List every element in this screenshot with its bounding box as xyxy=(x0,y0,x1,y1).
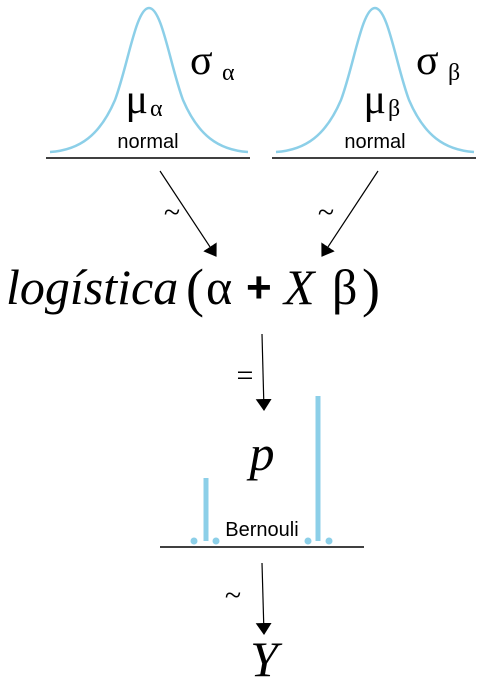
tilde-y: ~ xyxy=(225,579,241,612)
close-paren: ) xyxy=(362,258,380,318)
arrow-bernoulli-to-y xyxy=(255,562,272,635)
bernoulli-label: Bernouli xyxy=(225,519,298,541)
mu-beta-subscript: β xyxy=(388,96,400,122)
sigma-alpha-symbol: σ xyxy=(190,38,213,84)
prior-beta: μ β σ β normal xyxy=(272,6,476,159)
prior-alpha: μ α σ α normal xyxy=(46,6,250,159)
sigma-alpha-subscript: α xyxy=(222,60,235,86)
tilde-beta: ~ xyxy=(318,196,334,229)
x-symbol: X xyxy=(282,259,317,315)
function-name: logística xyxy=(6,259,178,315)
bernoulli-dot xyxy=(325,537,333,545)
bernoulli-dot xyxy=(212,537,220,545)
sigma-beta-subscript: β xyxy=(448,60,460,86)
arrow-alpha-to-formula xyxy=(159,170,217,257)
equals-sign: = xyxy=(237,359,254,392)
tilde-alpha: ~ xyxy=(164,196,180,229)
mu-alpha-subscript: α xyxy=(150,96,163,122)
normal-label-beta: normal xyxy=(344,131,405,153)
beta-symbol: β xyxy=(332,259,357,315)
bernoulli-likelihood: Bernouli xyxy=(160,396,364,548)
logistic-formula: logística ( α + X β ) xyxy=(6,258,380,318)
open-paren: ( xyxy=(186,258,204,318)
plus-symbol: + xyxy=(246,263,272,312)
y-label: Y xyxy=(250,631,283,687)
bernoulli-dot xyxy=(304,537,312,545)
mu-alpha-symbol: μ xyxy=(125,77,148,123)
sigma-beta-symbol: σ xyxy=(416,38,439,84)
normal-label-alpha: normal xyxy=(117,131,178,153)
arrow-formula-to-p xyxy=(255,333,272,411)
arrow-beta-to-formula xyxy=(321,170,379,257)
normal-curve-alpha xyxy=(49,6,249,154)
normal-curve-beta xyxy=(275,6,475,154)
bernoulli-dot xyxy=(190,537,198,545)
alpha-symbol: α xyxy=(206,259,232,315)
mu-beta-symbol: μ xyxy=(363,77,386,123)
p-label: p xyxy=(247,425,275,481)
